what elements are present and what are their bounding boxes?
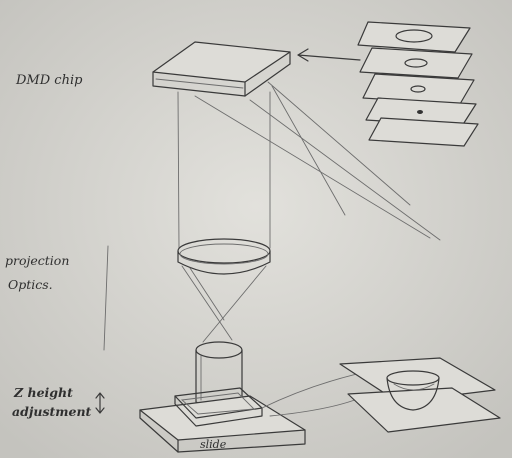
- label-z-height: Z height: [13, 385, 73, 400]
- label-optics: Optics.: [8, 277, 53, 292]
- label-projection: projection: [5, 253, 69, 268]
- pattern-layer-stack: [358, 22, 478, 146]
- label-dmd-chip: DMD chip: [15, 73, 83, 88]
- label-adjustment: adjustment: [12, 404, 92, 419]
- label-slide: slide: [200, 438, 227, 451]
